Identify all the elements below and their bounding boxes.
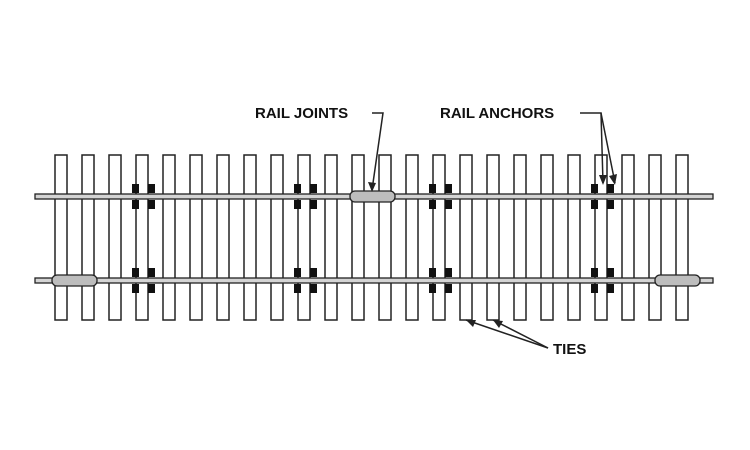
tie [432, 154, 446, 321]
rail-anchor [445, 268, 452, 277]
rail-anchor [310, 184, 317, 193]
rail-anchor [429, 268, 436, 277]
tie [378, 154, 392, 321]
rail-anchor [607, 268, 614, 277]
rail-anchor [132, 200, 139, 209]
rail-anchor [607, 284, 614, 293]
arrow-head [368, 182, 376, 192]
tie [459, 154, 473, 321]
tie [324, 154, 338, 321]
rail-anchor [310, 284, 317, 293]
rail-anchor [445, 184, 452, 193]
tie [351, 154, 365, 321]
arrow-head [493, 320, 503, 328]
rail-anchors-label: RAIL ANCHORS [440, 105, 554, 122]
tie [405, 154, 419, 321]
rail-anchor [310, 200, 317, 209]
rail-anchors-group [132, 184, 614, 293]
tie [567, 154, 581, 321]
rail-anchor [294, 284, 301, 293]
rail-joints-label: RAIL JOINTS [255, 105, 348, 122]
rail-anchor [607, 200, 614, 209]
rail-anchor [429, 200, 436, 209]
tie [108, 154, 122, 321]
rail-bottom [34, 277, 714, 284]
rail-anchors-leader-2 [600, 112, 616, 184]
tie [216, 154, 230, 321]
tie [648, 154, 662, 321]
ties-leader-2 [492, 319, 549, 349]
tie [54, 154, 68, 321]
arrowheads [368, 174, 617, 328]
ties-group [54, 154, 689, 321]
tie [675, 154, 689, 321]
tie [81, 154, 95, 321]
arrow-head [609, 174, 617, 185]
leader-lines [371, 112, 616, 349]
rail-anchor [591, 184, 598, 193]
rail-anchor [294, 268, 301, 277]
rail-anchor [607, 184, 614, 193]
rail-anchor [591, 284, 598, 293]
tie [162, 154, 176, 321]
rail-joint [51, 274, 98, 287]
rail-joints-leader [371, 112, 384, 191]
rail-joints-group [51, 190, 701, 287]
rail-anchor [132, 184, 139, 193]
tie [486, 154, 500, 321]
rail-anchor [148, 184, 155, 193]
tie [621, 154, 635, 321]
rail-anchor [148, 200, 155, 209]
ties-label: TIES [553, 341, 586, 358]
tie [297, 154, 311, 321]
rail-anchor [132, 268, 139, 277]
rail-anchor [429, 184, 436, 193]
rail-anchor [294, 184, 301, 193]
rail-joint [654, 274, 701, 287]
rail-anchor [132, 284, 139, 293]
rail-joint [349, 190, 396, 203]
rail-anchor [310, 268, 317, 277]
tie [189, 154, 203, 321]
tie [243, 154, 257, 321]
tie [135, 154, 149, 321]
rail-anchor [429, 284, 436, 293]
rail-anchor [294, 200, 301, 209]
arrow-head [466, 320, 476, 327]
ties-leader [465, 319, 549, 349]
rail-anchor [148, 268, 155, 277]
rail-anchor [148, 284, 155, 293]
tie [270, 154, 284, 321]
rail-anchor [591, 268, 598, 277]
tie [513, 154, 527, 321]
rail-anchor [445, 200, 452, 209]
rail-anchor [445, 284, 452, 293]
tie [540, 154, 554, 321]
arrow-head [599, 175, 607, 185]
rail-anchor [591, 200, 598, 209]
